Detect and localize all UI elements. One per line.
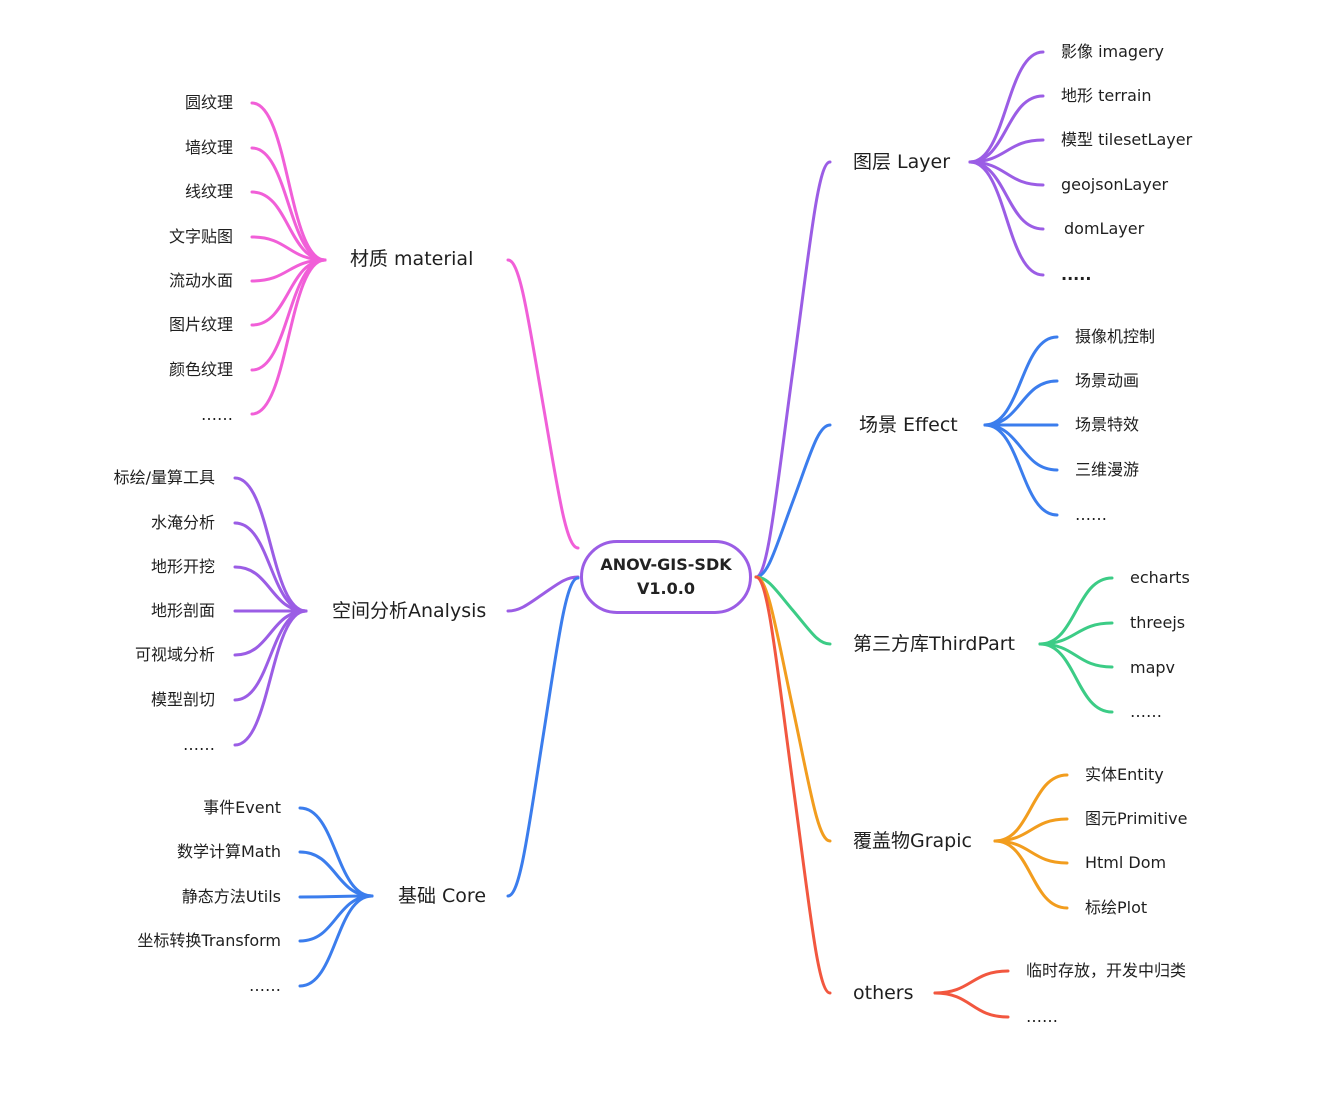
leaf-analysis-4[interactable]: 可视域分析 bbox=[134, 645, 215, 664]
leaf-effect-1[interactable]: 场景动画 bbox=[1075, 371, 1140, 390]
leaf-analysis-0[interactable]: 标绘/量算工具 bbox=[113, 468, 215, 487]
leaf-graphic-0[interactable]: 实体Entity bbox=[1085, 765, 1164, 784]
leaf-material-2[interactable]: 线纹理 bbox=[184, 182, 233, 201]
leaf-core-1[interactable]: 数学计算Math bbox=[176, 842, 281, 861]
leaf-curve-graphic-0 bbox=[993, 773, 1069, 843]
branch-analysis[interactable]: 空间分析Analysis bbox=[332, 600, 487, 622]
leaf-others-0[interactable]: 临时存放，开发中归类 bbox=[1026, 961, 1187, 980]
leaf-core-2[interactable]: 静态方法Utils bbox=[181, 887, 281, 906]
leaf-curve-effect-4 bbox=[983, 423, 1059, 517]
leaf-curve-layer-5 bbox=[968, 160, 1045, 277]
branch-curve-core bbox=[506, 576, 580, 898]
leaf-core-3[interactable]: 坐标转换Transform bbox=[137, 931, 281, 950]
leaf-curve-others-1 bbox=[933, 991, 1010, 1019]
leaf-graphic-3[interactable]: 标绘Plot bbox=[1085, 898, 1148, 917]
leaf-curve-core-0 bbox=[298, 806, 374, 898]
leaf-analysis-1[interactable]: 水淹分析 bbox=[150, 513, 215, 532]
root-version: V1.0.0 bbox=[637, 579, 695, 598]
leaf-curve-material-1 bbox=[250, 146, 327, 262]
leaf-material-0[interactable]: 圆纹理 bbox=[184, 93, 233, 112]
leaf-material-1[interactable]: 墙纹理 bbox=[184, 138, 233, 157]
leaf-graphic-2[interactable]: Html Dom bbox=[1085, 853, 1167, 872]
branch-curve-effect bbox=[754, 423, 832, 579]
leaf-effect-2[interactable]: 场景特效 bbox=[1075, 415, 1140, 434]
leaf-layer-2[interactable]: 模型 tilesetLayer bbox=[1061, 130, 1193, 149]
leaf-effect-0[interactable]: 摄像机控制 bbox=[1075, 327, 1156, 346]
leaf-curve-effect-1 bbox=[983, 379, 1059, 427]
leaf-curve-material-2 bbox=[250, 190, 327, 262]
leaf-curve-analysis-5 bbox=[233, 609, 308, 702]
leaf-curve-others-0 bbox=[933, 969, 1010, 995]
branch-curve-analysis bbox=[506, 575, 580, 613]
branch-curve-thirdpart bbox=[754, 575, 832, 646]
leaf-others-1[interactable]: …… bbox=[1026, 1007, 1058, 1026]
leaf-core-0[interactable]: 事件Event bbox=[203, 798, 281, 817]
leaf-curve-thirdpart-3 bbox=[1038, 642, 1114, 714]
leaf-effect-4[interactable]: …… bbox=[1075, 505, 1107, 524]
leaf-curve-layer-0 bbox=[968, 50, 1045, 164]
leaf-thirdpart-3[interactable]: …… bbox=[1130, 702, 1162, 721]
branch-graphic[interactable]: 覆盖物Grapic bbox=[853, 830, 972, 852]
root-title: ANOV-GIS-SDK bbox=[600, 555, 732, 574]
branch-thirdpart[interactable]: 第三方库ThirdPart bbox=[853, 633, 1015, 655]
leaf-curve-analysis-0 bbox=[233, 476, 308, 613]
leaf-material-7[interactable]: …… bbox=[201, 405, 233, 424]
leaf-layer-4[interactable]: domLayer bbox=[1064, 219, 1145, 238]
branch-curve-others bbox=[754, 575, 832, 995]
leaf-curve-layer-1 bbox=[968, 94, 1045, 164]
leaf-analysis-6[interactable]: …… bbox=[183, 735, 215, 754]
leaf-layer-0[interactable]: 影像 imagery bbox=[1061, 42, 1164, 61]
branch-material[interactable]: 材质 material bbox=[350, 248, 474, 270]
leaf-thirdpart-0[interactable]: echarts bbox=[1130, 568, 1190, 587]
leaf-core-4[interactable]: …… bbox=[249, 976, 281, 995]
leaf-graphic-1[interactable]: 图元Primitive bbox=[1085, 809, 1188, 828]
root-node[interactable]: ANOV-GIS-SDK V1.0.0 bbox=[580, 540, 752, 614]
leaf-curve-material-6 bbox=[250, 258, 327, 372]
leaf-analysis-2[interactable]: 地形开挖 bbox=[150, 557, 215, 576]
leaf-curve-effect-0 bbox=[983, 335, 1059, 427]
leaf-layer-5[interactable]: ..... bbox=[1061, 265, 1092, 284]
leaf-analysis-3[interactable]: 地形剖面 bbox=[150, 601, 215, 620]
leaf-material-6[interactable]: 颜色纹理 bbox=[168, 360, 233, 379]
leaf-material-5[interactable]: 图片纹理 bbox=[168, 315, 233, 334]
branch-layer[interactable]: 图层 Layer bbox=[853, 151, 951, 173]
leaf-curve-graphic-3 bbox=[993, 839, 1069, 910]
leaf-curve-core-3 bbox=[298, 894, 374, 943]
leaf-curve-core-4 bbox=[298, 894, 374, 988]
leaf-layer-1[interactable]: 地形 terrain bbox=[1061, 86, 1152, 105]
branch-curve-material bbox=[506, 258, 580, 550]
leaf-material-4[interactable]: 流动水面 bbox=[168, 271, 233, 290]
leaf-material-3[interactable]: 文字贴图 bbox=[168, 227, 233, 246]
leaf-curve-effect-3 bbox=[983, 423, 1059, 472]
leaf-analysis-5[interactable]: 模型剖切 bbox=[150, 690, 215, 709]
branch-effect[interactable]: 场景 Effect bbox=[859, 414, 958, 436]
branch-others[interactable]: others bbox=[853, 982, 914, 1004]
leaf-thirdpart-1[interactable]: threejs bbox=[1130, 613, 1186, 632]
leaf-layer-3[interactable]: geojsonLayer bbox=[1061, 175, 1169, 194]
leaf-curve-thirdpart-0 bbox=[1038, 576, 1114, 646]
leaf-effect-3[interactable]: 三维漫游 bbox=[1075, 460, 1140, 479]
leaf-curve-analysis-6 bbox=[233, 609, 308, 747]
branch-core[interactable]: 基础 Core bbox=[398, 885, 487, 907]
branch-curve-layer bbox=[754, 160, 832, 579]
branch-curve-graphic bbox=[754, 575, 832, 843]
leaf-thirdpart-2[interactable]: mapv bbox=[1130, 658, 1176, 677]
leaf-curve-analysis-1 bbox=[233, 521, 308, 613]
leaf-curve-material-7 bbox=[250, 258, 327, 416]
leaf-curve-core-1 bbox=[298, 850, 374, 898]
